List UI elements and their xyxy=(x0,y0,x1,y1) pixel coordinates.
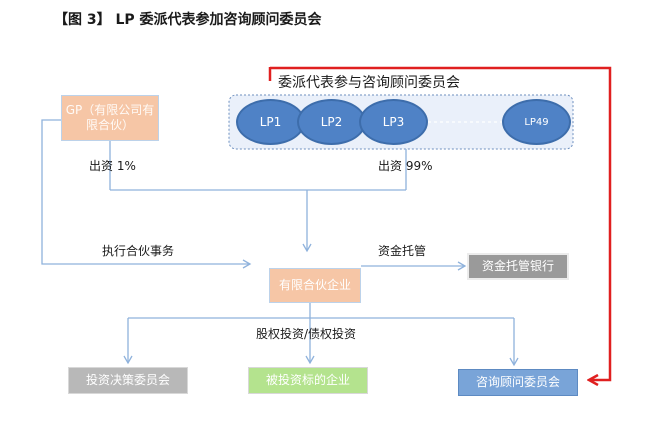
invest-label: 股权投资/债权投资 xyxy=(256,327,357,341)
execute-label: 执行合伙事务 xyxy=(102,244,175,258)
gp-share-label: 出资 1% xyxy=(89,159,136,173)
lp-node-49: LP49 xyxy=(502,99,571,145)
investee-company-box: 被投资标的企业 xyxy=(248,367,368,394)
lp-group-label: 委派代表参与咨询顾问委员会 xyxy=(278,75,460,91)
red-arrow xyxy=(270,66,612,380)
diagram-title: 【图 3】 LP 委派代表参加咨询顾问委员会 xyxy=(54,12,322,28)
custody-label: 资金托管 xyxy=(378,244,427,258)
custody-bank-box: 资金托管银行 xyxy=(467,253,569,280)
gp-box: GP（有限公司有限合伙） xyxy=(61,95,159,141)
execute-arrow xyxy=(41,119,252,269)
lp-node-1: LP1 xyxy=(236,99,305,145)
decision-committee-box: 投资决策委员会 xyxy=(68,367,188,394)
lp-node-2: LP2 xyxy=(297,99,366,145)
advisory-committee-box: 咨询顾问委员会 xyxy=(458,369,578,396)
lp-share-label: 出资 99% xyxy=(378,159,433,173)
lp-node-3: LP3 xyxy=(359,99,428,145)
limited-partnership-box: 有限合伙企业 xyxy=(269,268,361,303)
